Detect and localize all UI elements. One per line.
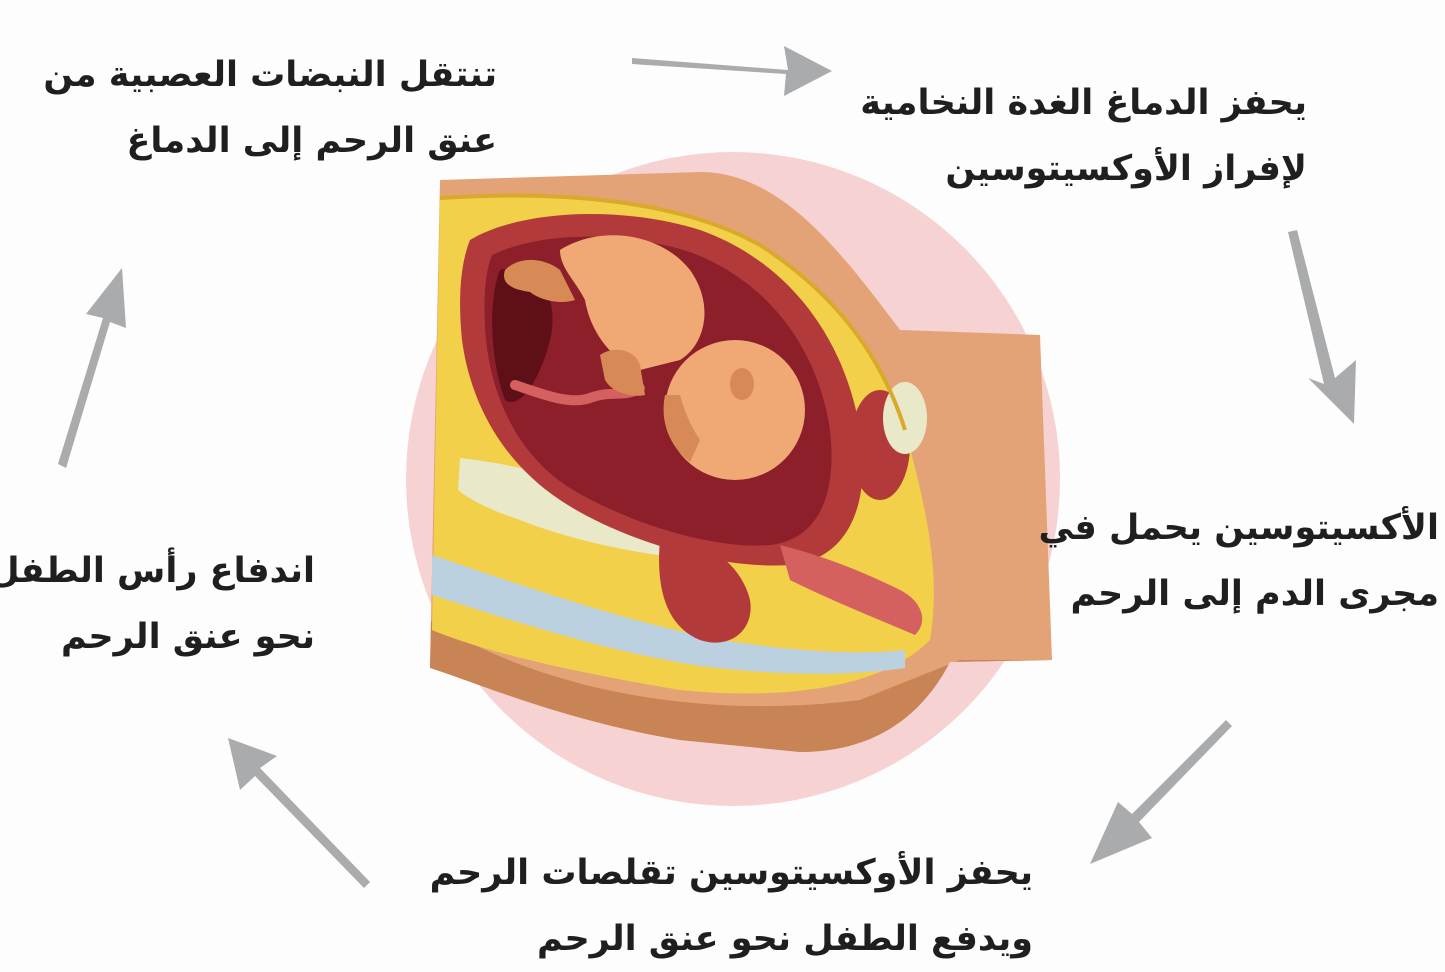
step-line: يحفز الأوكسيتوسين تقلصات الرحم [430,840,1033,906]
step-line: لإفراز الأوكسيتوسين [860,136,1307,202]
step-line: يحفز الدماغ الغدة النخامية [860,70,1307,136]
step-contractions-text: يحفز الأوكسيتوسين تقلصات الرحم ويدفع الط… [430,840,1033,972]
step-pituitary-text: يحفز الدماغ الغدة النخامية لإفراز الأوكس… [860,70,1307,202]
step-line: عنق الرحم إلى الدماغ [43,108,497,174]
arrow-brain-to-blood-icon [1288,230,1356,424]
step-line: الأكسيتوسين يحمل في [1038,495,1439,561]
step-line: نحو عنق الرحم [0,604,315,670]
fetus-ear [730,368,754,400]
step-head-push-text: اندفاع رأس الطفل نحو عنق الرحم [0,538,315,670]
step-nerve-impulses-text: تنتقل النبضات العصبية من عنق الرحم إلى ا… [43,42,497,174]
arrow-contractions-to-head-icon [228,738,370,888]
step-line: ويدفع الطفل نحو عنق الرحم [430,906,1033,972]
fetus-head [665,340,805,480]
step-line: مجرى الدم إلى الرحم [1038,561,1439,627]
step-line: اندفاع رأس الطفل [0,538,315,604]
arrow-blood-to-uterus-icon [1090,720,1232,864]
arrow-nerve-to-brain-icon [632,46,832,96]
arrow-head-to-nerve-icon [58,268,126,468]
step-bloodstream-text: الأكسيتوسين يحمل في مجرى الدم إلى الرحم [1038,495,1439,627]
step-line: تنتقل النبضات العصبية من [43,42,497,108]
